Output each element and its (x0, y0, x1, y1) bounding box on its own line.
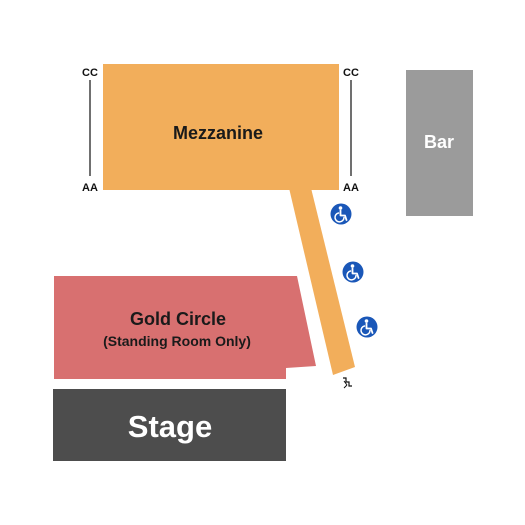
wheelchair-icon (342, 261, 364, 283)
row-bracket-left: CC AA (82, 67, 98, 194)
mezzanine-label: Mezzanine (173, 123, 263, 143)
section-gold-circle[interactable]: Gold Circle (Standing Room Only) (54, 276, 316, 379)
bar-block[interactable] (406, 70, 473, 216)
stage-block (53, 389, 286, 461)
mezzanine-block[interactable] (103, 64, 339, 190)
row-bracket-right: CC AA (343, 67, 359, 194)
wheelchair-icon (330, 203, 352, 225)
stage-label: Stage (128, 409, 212, 444)
gold-circle-sublabel: (Standing Room Only) (103, 333, 251, 349)
wheelchair-icon (356, 316, 378, 338)
stage: Stage (53, 389, 286, 461)
bar-label: Bar (424, 132, 454, 152)
row-label-right-bottom: AA (343, 182, 359, 194)
gold-circle-label: Gold Circle (130, 309, 226, 329)
gold-circle-block[interactable] (54, 276, 316, 379)
row-label-left-top: CC (82, 67, 98, 79)
stairs-icon (343, 377, 352, 389)
row-label-right-top: CC (343, 67, 359, 79)
section-bar[interactable]: Bar (406, 70, 473, 216)
section-mezzanine[interactable]: Mezzanine (103, 64, 355, 375)
mezzanine-ramp[interactable] (289, 188, 355, 375)
row-label-left-bottom: AA (82, 182, 98, 194)
